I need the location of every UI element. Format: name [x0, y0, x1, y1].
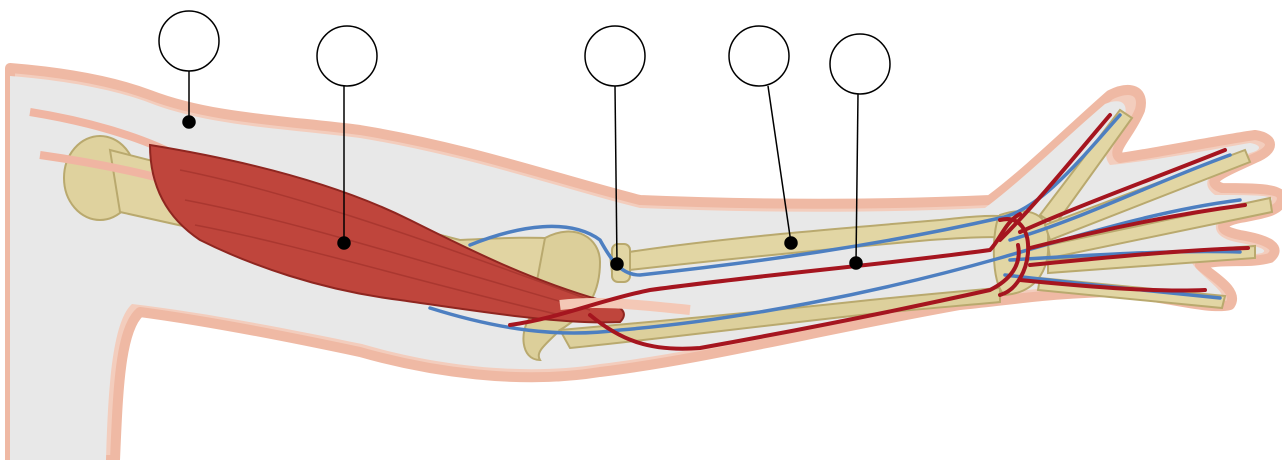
callout-dot — [338, 237, 350, 249]
callout-circle[interactable] — [830, 34, 890, 94]
callout-dot — [183, 116, 195, 128]
callout-circle[interactable] — [729, 26, 789, 86]
callout-dot — [850, 257, 862, 269]
callout-dot — [785, 237, 797, 249]
callout-circle[interactable] — [585, 26, 645, 86]
callout-circle[interactable] — [317, 26, 377, 86]
callout-dot — [611, 258, 623, 270]
callout-circle[interactable] — [159, 11, 219, 71]
